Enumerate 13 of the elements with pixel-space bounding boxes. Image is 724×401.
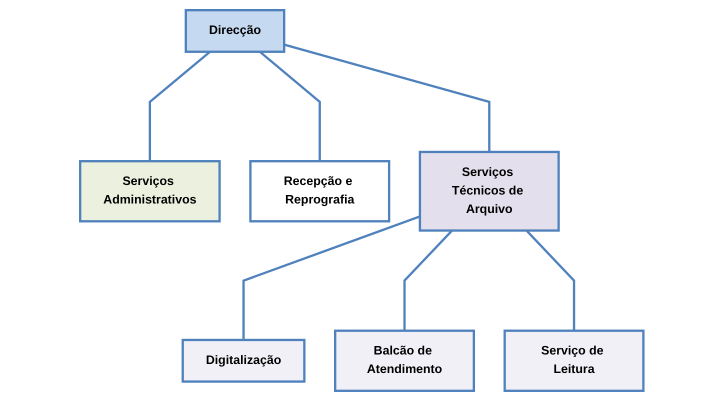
connector xyxy=(242,215,421,340)
node-box: Serviços Técnicos de Arquivo xyxy=(419,150,560,232)
node-box: Serviços Administrativos xyxy=(79,160,221,222)
node-box: Serviço de Leitura xyxy=(504,330,645,392)
node-box: Recepção e Reprografia xyxy=(249,160,390,222)
connector xyxy=(404,230,454,331)
connector xyxy=(284,44,491,152)
node-box: Digitalização xyxy=(182,338,306,383)
connector xyxy=(526,230,576,331)
connector xyxy=(259,50,322,162)
node-box: Direcção xyxy=(184,9,286,53)
connector xyxy=(148,50,211,162)
node-box: Balcão de Atendimento xyxy=(334,330,476,392)
